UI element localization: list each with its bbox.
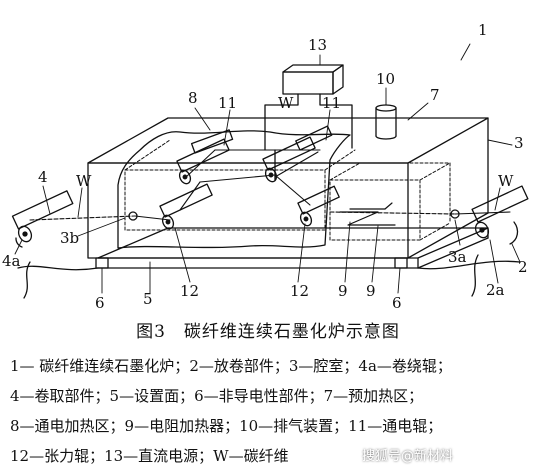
legend-line-4: 12—张力辊；13—直流电源；W—碳纤维 — [10, 447, 289, 465]
carbon-fiber — [29, 149, 511, 221]
label-4: 4 — [38, 168, 48, 186]
tension-roller-left — [159, 183, 213, 230]
label-4a: 4a — [2, 252, 21, 270]
label-1: 1 — [478, 21, 488, 39]
energizing-roller-left — [176, 138, 230, 185]
setting-surface — [97, 227, 489, 259]
tension-roller-right — [297, 185, 340, 227]
non-conductive-part-left — [95, 257, 109, 269]
power-wires — [264, 93, 353, 181]
label-2a: 2a — [486, 281, 505, 299]
dc-power-supply — [282, 64, 344, 95]
label-12-left: 12 — [180, 282, 199, 300]
label-2: 2 — [518, 258, 528, 276]
legend-line-3: 8—通电加热区；9—电阻加热器；10—排气装置；11—通电辊； — [10, 417, 443, 435]
chamber — [87, 117, 489, 259]
label-3a: 3a — [448, 248, 467, 266]
label-w-right: W — [498, 172, 514, 190]
label-11-left: 11 — [218, 94, 237, 112]
unwinding-roller — [471, 185, 529, 239]
label-6-left: 6 — [95, 294, 105, 312]
chamber-opening-3a — [450, 209, 460, 219]
label-8: 8 — [188, 89, 198, 107]
label-7: 7 — [430, 86, 440, 104]
non-conductive-part-right — [394, 257, 408, 269]
resistance-heater — [339, 202, 396, 226]
furnace-schematic: 1 13 10 8 11 W 11 7 3 4 W W 3b 4a 3a 2 2… — [2, 21, 529, 312]
label-w-top: W — [278, 94, 294, 112]
label-10: 10 — [376, 70, 395, 88]
winding-roller — [11, 190, 74, 243]
label-6-right: 6 — [392, 294, 402, 312]
chamber-opening-3b — [128, 211, 138, 221]
energizing-roller-right — [262, 136, 316, 183]
watermark: 搜狐号@新材料 — [362, 449, 454, 464]
label-3b: 3b — [60, 229, 79, 247]
preheating-zone — [329, 162, 451, 241]
label-11-right: 11 — [322, 94, 341, 112]
label-3: 3 — [514, 134, 524, 152]
label-12-right: 12 — [290, 282, 309, 300]
exhaust-device — [375, 104, 397, 140]
energizing-roller-top — [190, 125, 333, 154]
label-9-left: 9 — [338, 282, 348, 300]
figure-title: 图3 碳纤维连续石墨化炉示意图 — [136, 322, 400, 342]
label-9-right: 9 — [366, 282, 376, 300]
label-13: 13 — [308, 36, 327, 54]
legend-line-1: 1— 碳纤维连续石墨化炉；2—放卷部件；3—腔室；4a—卷绕辊； — [10, 357, 452, 375]
label-w-left: W — [76, 172, 92, 190]
label-5: 5 — [143, 290, 153, 308]
energized-heating-zone — [117, 130, 351, 249]
legend-line-2: 4—卷取部件；5—设置面；6—非导电性部件；7—预加热区； — [10, 387, 424, 405]
ground-line — [17, 265, 99, 271]
